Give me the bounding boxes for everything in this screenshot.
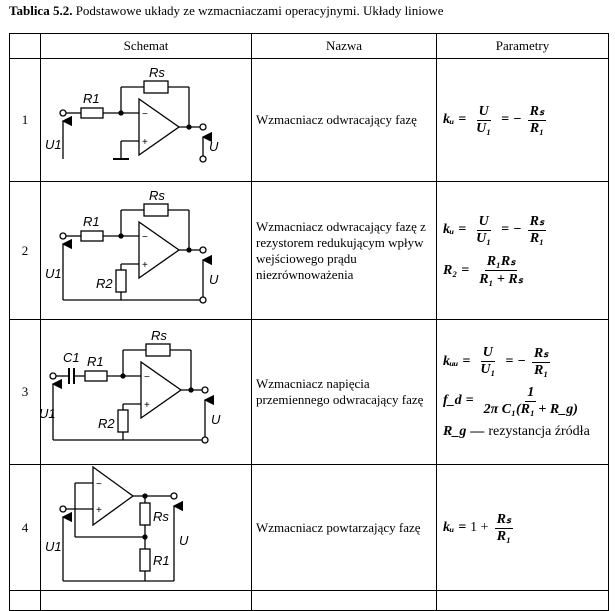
row-number: 4 bbox=[9, 464, 41, 591]
row-number: 3 bbox=[9, 319, 41, 465]
plus-sign: + bbox=[144, 400, 150, 411]
sign: − bbox=[517, 353, 526, 369]
den: R₁ bbox=[533, 362, 549, 378]
minus-sign: − bbox=[96, 479, 102, 490]
label-u1: U1 bbox=[41, 406, 56, 421]
minus-sign: − bbox=[142, 109, 148, 120]
lhs: kᵤᵤ bbox=[443, 353, 459, 369]
label-rs: Rs bbox=[151, 328, 167, 343]
minus-sign: − bbox=[142, 232, 148, 243]
header-num bbox=[9, 33, 41, 59]
label-r1: R1 bbox=[153, 553, 170, 568]
circuit-name: Wzmacniacz odwracający fazę bbox=[251, 58, 437, 182]
table-row-partial bbox=[9, 590, 609, 611]
den: R₁ bbox=[529, 121, 545, 136]
label-r2: R2 bbox=[98, 416, 115, 431]
lhs: kᵤ bbox=[443, 112, 455, 127]
table-caption: Tablica 5.2. Podstawowe układy ze wzmacn… bbox=[9, 3, 444, 19]
den: U₁ bbox=[476, 120, 492, 136]
label-u: U bbox=[211, 412, 221, 427]
sign: − bbox=[513, 112, 522, 127]
plus-sign: + bbox=[142, 260, 148, 271]
source-resistance-note: R_g—rezystancja źródła bbox=[443, 423, 590, 439]
plus-sign: + bbox=[142, 137, 148, 148]
label-u: U bbox=[209, 139, 219, 154]
num: Rₛ bbox=[527, 214, 547, 231]
den: 2π C₁(R₁ + R_g) bbox=[483, 401, 578, 417]
lhs: kᵤ bbox=[443, 519, 455, 535]
lhs: kᵤ bbox=[443, 222, 455, 237]
num: U bbox=[476, 103, 491, 121]
label-u: U bbox=[179, 533, 189, 548]
label-u1: U1 bbox=[45, 137, 62, 152]
num: R₁Rₛ bbox=[484, 254, 518, 271]
symbol: R_g bbox=[443, 423, 467, 439]
header-schemat: Schemat bbox=[40, 33, 252, 59]
one-plus: 1 + bbox=[470, 519, 489, 535]
circuit-name: Wzmacniacz powtarzający fazę bbox=[251, 464, 437, 591]
sign: − bbox=[513, 222, 522, 237]
den: R₁ bbox=[529, 231, 545, 246]
circuit-name: Wzmacniacz napięcia przemiennego odwraca… bbox=[251, 319, 437, 465]
label-rs: Rs bbox=[149, 188, 165, 203]
row-number: 2 bbox=[9, 181, 41, 320]
plus-sign: + bbox=[96, 505, 102, 516]
table-row: 3 C1R1RsR2U1U−+ Wzmacniacz napięcia prze… bbox=[9, 319, 609, 465]
label-u: U bbox=[209, 272, 219, 287]
lhs: R₂ bbox=[443, 262, 458, 278]
label-r1: R1 bbox=[83, 91, 100, 106]
minus-sign: − bbox=[144, 372, 150, 383]
den: U₁ bbox=[476, 230, 492, 246]
den: R₁ + Rₛ bbox=[479, 272, 523, 287]
circuit-name: Wzmacniacz odwracający fazę z rezystorem… bbox=[251, 181, 437, 320]
header-parametry: Parametry bbox=[436, 33, 609, 59]
num: U bbox=[476, 213, 491, 231]
num: U bbox=[480, 345, 495, 362]
num: Rₛ bbox=[494, 511, 514, 529]
num: Rₛ bbox=[527, 104, 547, 121]
label-u1: U1 bbox=[45, 266, 62, 281]
header-nazwa: Nazwa bbox=[251, 33, 437, 59]
label-c1: C1 bbox=[63, 350, 80, 365]
header-row: Schemat Nazwa Parametry bbox=[9, 33, 609, 59]
label-r1: R1 bbox=[83, 214, 100, 229]
num: 1 bbox=[525, 384, 537, 402]
note-text: rezystancja źródła bbox=[488, 423, 590, 439]
label-rs: Rs bbox=[149, 65, 165, 80]
label-u1: U1 bbox=[45, 539, 62, 554]
den: R₁ bbox=[496, 528, 511, 544]
caption-label: Tablica 5.2. bbox=[9, 3, 73, 18]
label-r1: R1 bbox=[87, 354, 104, 369]
caption-text: Podstawowe układy ze wzmacniaczami opera… bbox=[72, 3, 444, 18]
den: U₁ bbox=[480, 362, 496, 377]
label-rs: Rs bbox=[153, 509, 169, 524]
label-r2: R2 bbox=[96, 276, 113, 291]
num: Rₛ bbox=[531, 345, 551, 363]
row-number: 1 bbox=[9, 58, 41, 182]
lhs: f_d bbox=[443, 393, 462, 408]
